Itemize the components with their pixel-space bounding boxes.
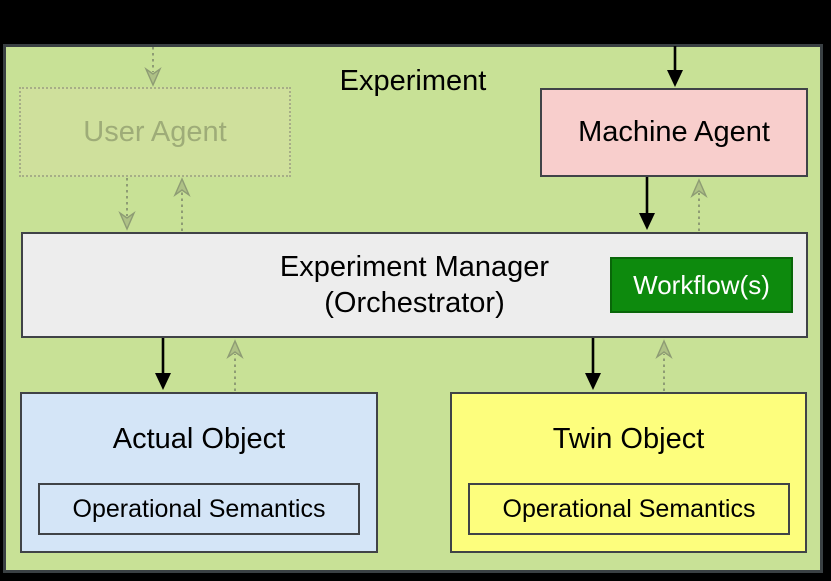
actual-operational-semantics-label: Operational Semantics: [72, 494, 326, 523]
workflow-label: Workflow(s): [633, 270, 770, 300]
experiment-manager-label-line2: (Orchestrator): [324, 287, 505, 319]
user-agent-label: User Agent: [83, 115, 227, 148]
node-workflow: Workflow(s): [610, 257, 793, 313]
experiment-manager-label: Experiment Manager (Orchestrator): [280, 249, 549, 321]
node-experiment-manager: Experiment Manager (Orchestrator) Workfl…: [21, 232, 808, 338]
actual-object-label: Actual Object: [112, 423, 286, 455]
experiment-manager-label-line1: Experiment Manager: [279, 251, 550, 283]
node-machine-agent: Machine Agent: [540, 88, 808, 177]
machine-agent-label: Machine Agent: [578, 116, 770, 148]
node-twin-object: Twin Object Operational Semantics: [450, 392, 807, 553]
twin-operational-semantics-label: Operational Semantics: [502, 494, 756, 523]
node-user-agent: User Agent: [19, 87, 291, 177]
twin-object-label: Twin Object: [552, 423, 705, 455]
node-actual-operational-semantics: Operational Semantics: [38, 483, 360, 535]
node-actual-object: Actual Object Operational Semantics: [20, 392, 378, 553]
experiment-container-label: Experiment: [339, 65, 487, 97]
node-twin-operational-semantics: Operational Semantics: [468, 483, 790, 535]
